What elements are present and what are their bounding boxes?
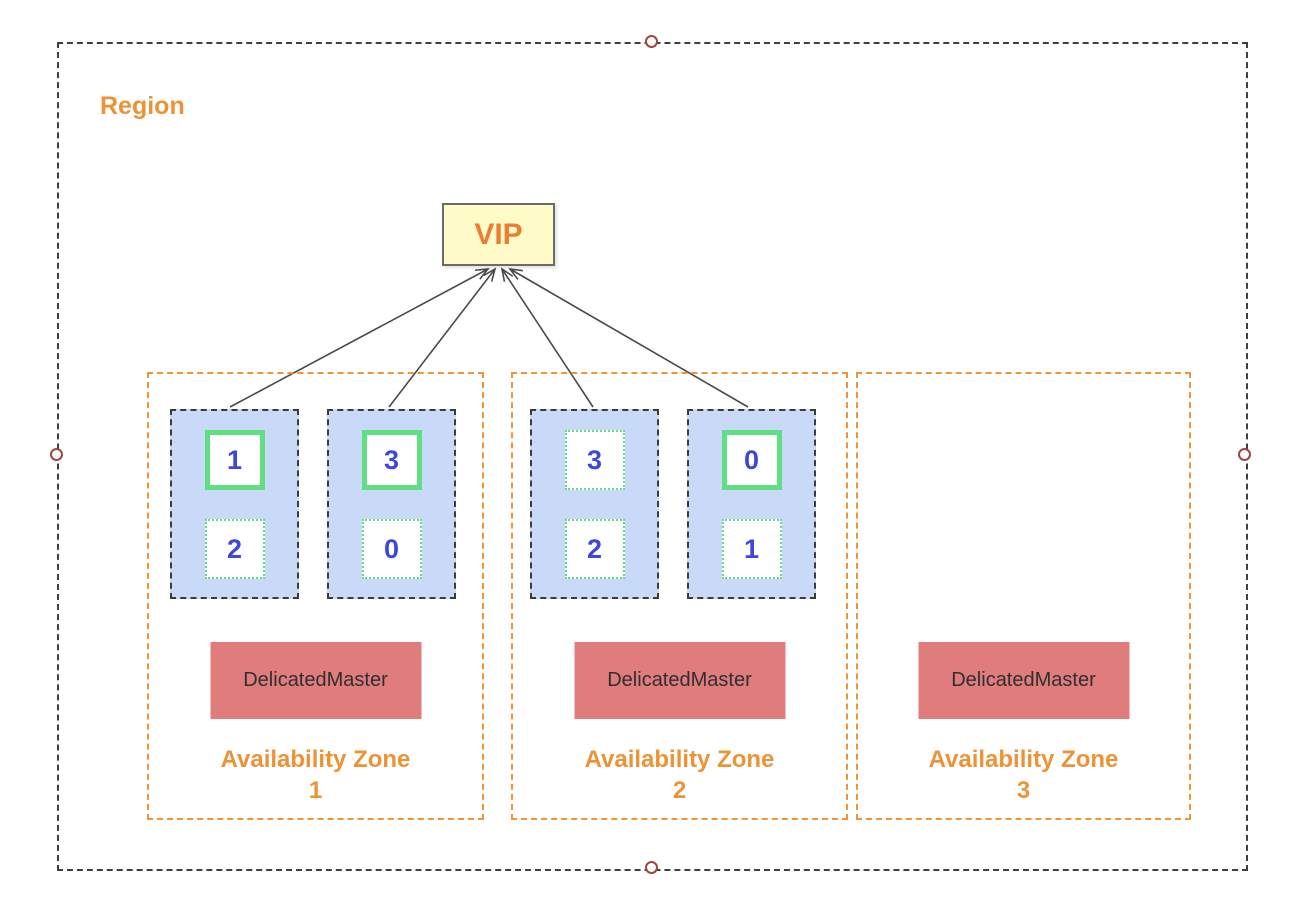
availability-zone-1: 1 2 3 0 DelicatedMaster Availability Zon… <box>147 372 484 820</box>
dedicated-master-box: DelicatedMaster <box>574 642 785 719</box>
availability-zone-2-label: Availability Zone 2 <box>513 744 846 806</box>
zone-label-line1: Availability Zone <box>220 745 411 773</box>
zone-label-line2: 1 <box>308 776 323 804</box>
shard-slot-replica: 2 <box>564 519 625 579</box>
dedicated-master-box: DelicatedMaster <box>210 642 421 719</box>
availability-zone-3-label: Availability Zone 3 <box>858 744 1189 806</box>
shard-slot-primary: 3 <box>361 430 422 490</box>
shard-slot-replica: 0 <box>361 519 422 579</box>
vip-box: VIP <box>442 203 555 266</box>
connection-handle-left-icon <box>50 448 63 461</box>
shard-slot-primary: 1 <box>204 430 265 490</box>
connection-handle-bottom-icon <box>645 861 658 874</box>
redis-node: 3 0 <box>327 409 456 599</box>
connection-handle-right-icon <box>1238 448 1251 461</box>
zone-label-line1: Availability Zone <box>584 745 775 773</box>
shard-slot-replica: 2 <box>204 519 265 579</box>
redis-node: 1 2 <box>170 409 299 599</box>
availability-zone-3: DelicatedMaster Availability Zone 3 <box>856 372 1191 820</box>
availability-zone-1-label: Availability Zone 1 <box>149 744 482 806</box>
availability-zone-2: 3 2 0 1 DelicatedMaster Availability Zon… <box>511 372 848 820</box>
shard-slot-replica: 1 <box>721 519 782 579</box>
shard-slot-replica: 3 <box>564 430 625 490</box>
connection-handle-top-icon <box>645 35 658 48</box>
region-label: Region <box>100 92 185 120</box>
shard-slot-primary: 0 <box>721 430 782 490</box>
zone-label-line2: 2 <box>672 776 687 804</box>
redis-node: 0 1 <box>687 409 816 599</box>
dedicated-master-box: DelicatedMaster <box>918 642 1129 719</box>
redis-node: 3 2 <box>530 409 659 599</box>
zone-label-line1: Availability Zone <box>928 745 1119 773</box>
zone-label-line2: 3 <box>1016 776 1031 804</box>
